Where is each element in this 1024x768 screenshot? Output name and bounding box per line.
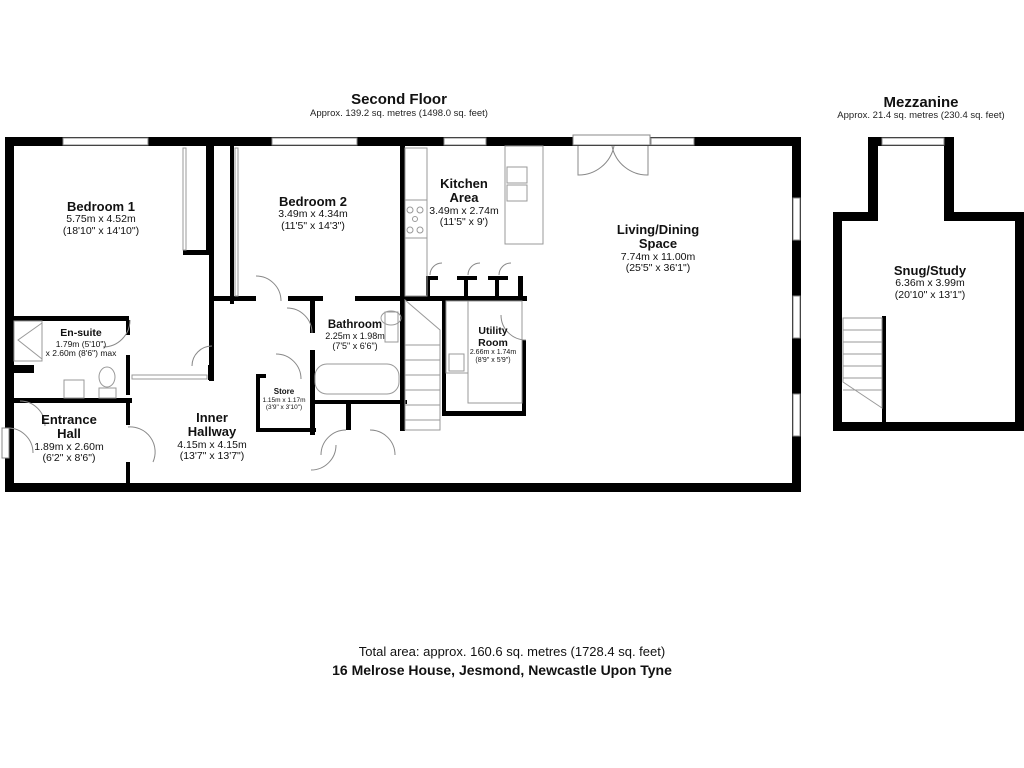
total-area: Total area: approx. 160.6 sq. metres (17… [358,644,666,659]
room-metric: 2.66m x 1.74m [469,349,517,357]
room-metric: 7.74m x 11.00m [620,250,696,263]
door-swings [7,145,649,471]
room-metric: 4.15m x 4.15m [177,438,247,451]
room-imperial: (8'9" x 5'9") [475,356,511,364]
room-name: Store [273,387,295,396]
second-floor-title: Second Floor [351,91,447,108]
mezzanine-plan [833,137,1024,431]
room-bedroom-2: Bedroom 2 3.49m x 4.34m (11'5" x 14'3") [278,194,348,232]
fixtures [13,145,544,431]
second-floor-plan [1,134,801,492]
room-name-line2: Hallway [187,424,237,440]
room-name-line1: Living/Dining [616,222,700,237]
room-imperial: (3'9" x 3'10") [265,403,303,411]
room-snug-study: Snug/Study 6.36m x 3.99m (20'10" x 13'1"… [893,263,967,301]
room-name: Bedroom 1 [67,199,135,214]
room-imperial: (13'7" x 13'7") [179,450,245,463]
room-entrance-hall: Entrance Hall 1.89m x 2.60m (6'2" x 8'6"… [34,412,104,465]
mezzanine-stairs [842,317,883,409]
room-en-suite: En-suite 1.79m (5'10") x 2.60m (8'6") ma… [45,327,117,358]
interior-walls [14,146,527,487]
room-kitchen-area: Kitchen Area 3.49m x 2.74m (11'5" x 9') [429,176,499,229]
room-name-line1: Inner [196,410,228,425]
room-name-line2: Area [449,190,479,206]
room-metric: 3.49m x 2.74m [429,204,499,217]
room-utility: Utility Room 2.66m x 1.74m (8'9" x 5'9") [469,325,517,364]
room-imperial: (11'5" x 9') [439,216,489,229]
room-bathroom: Bathroom 2.25m x 1.98m (7'5" x 6'6") [325,319,385,351]
room-imperial: (11'5" x 14'3") [281,219,345,232]
room-dimension-line2: x 2.60m (8'6") max [45,347,117,358]
room-name: Bathroom [327,319,383,331]
room-dimension-line1: 1.79m (5'10") [55,338,107,349]
room-imperial: (18'10" x 14'10") [62,224,140,237]
room-name: Bedroom 2 [279,194,347,209]
entrance-door-frame [1,427,10,459]
room-name-line2: Space [638,236,678,252]
room-name-line1: Kitchen [440,176,488,191]
room-metric: 6.36m x 3.99m [895,277,965,290]
room-name: Snug/Study [893,263,967,278]
room-metric: 1.15m x 1.17m [262,396,306,404]
windows [62,134,801,437]
room-name-line1: Entrance [41,412,97,427]
room-name-line1: Utility [478,325,508,337]
room-name-line2: Room [478,336,508,349]
room-metric: 3.49m x 4.34m [278,208,348,221]
property-address: 16 Melrose House, Jesmond, Newcastle Upo… [332,662,672,678]
room-imperial: (7'5" x 6'6") [332,340,378,351]
room-name: En-suite [60,327,102,339]
room-imperial: (25'5" x 36'1") [625,262,691,275]
room-imperial: (6'2" x 8'6") [42,452,96,465]
room-store: Store 1.15m x 1.17m (3'9" x 3'10") [262,387,306,411]
room-bedroom-1: Bedroom 1 5.75m x 4.52m (18'10" x 14'10"… [62,199,140,237]
room-living-dining: Living/Dining Space 7.74m x 11.00m (25'5… [616,222,700,275]
room-inner-hallway: Inner Hallway 4.15m x 4.15m (13'7" x 13'… [177,410,247,463]
room-imperial: (20'10" x 13'1") [894,288,966,301]
room-name-line2: Hall [57,426,81,442]
room-metric: 2.25m x 1.98m [325,330,385,341]
room-metric: 5.75m x 4.52m [66,213,136,226]
mezzanine-title: Mezzanine [883,94,959,111]
mezzanine-area: Approx. 21.4 sq. metres (230.4 sq. feet) [837,110,1005,121]
room-metric: 1.89m x 2.60m [34,440,104,453]
second-floor-area: Approx. 139.2 sq. metres (1498.0 sq. fee… [310,108,488,119]
mezzanine-window [881,137,945,146]
